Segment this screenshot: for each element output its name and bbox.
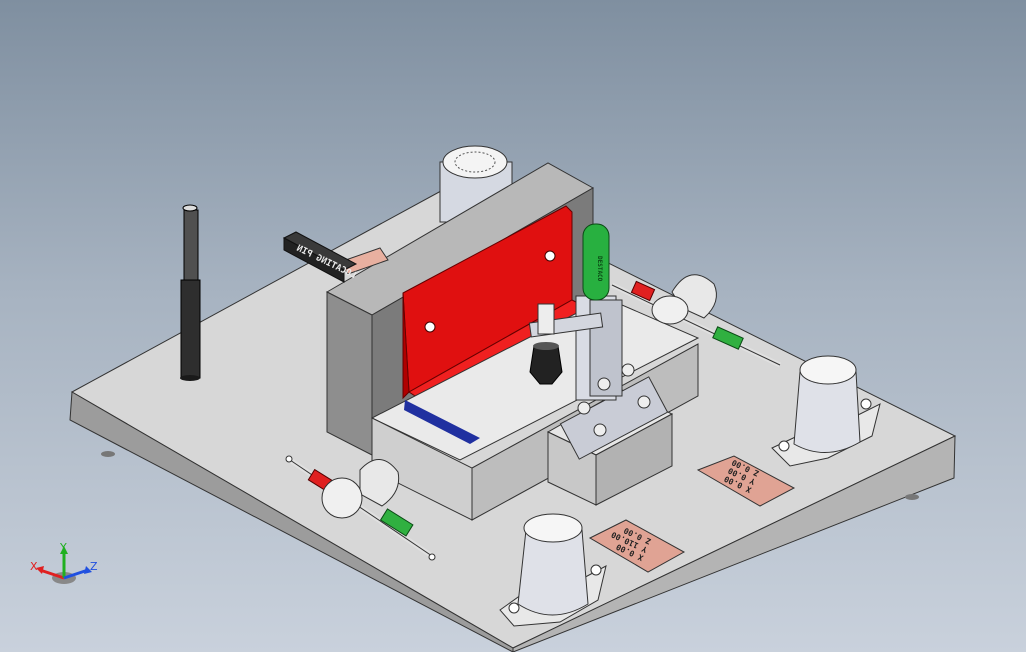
rest-button-front[interactable]	[499, 513, 607, 627]
quick-release-pin-left[interactable]	[285, 455, 436, 561]
clamp-handle[interactable]: DESTACO	[582, 223, 610, 301]
x-axis-arrow	[39, 568, 65, 580]
toggle-clamp[interactable]	[528, 295, 669, 460]
triad-z-label: Z	[90, 560, 98, 573]
z-axis-arrow	[63, 568, 89, 580]
clamp-brand-label: DESTACO	[596, 256, 603, 282]
rear-label-plate	[339, 247, 389, 275]
vertical-locating-pin[interactable]	[180, 204, 201, 381]
rest-button-right[interactable]	[771, 355, 881, 467]
triad-y-label: Y	[59, 541, 67, 554]
coordinate-plate-front: X 0.00 Y 110.00 Z 0.00	[588, 519, 686, 573]
quick-release-pin-right[interactable]	[610, 274, 782, 368]
orientation-triad[interactable]: X Y Z	[30, 541, 98, 584]
triad-x-label: X	[30, 560, 38, 573]
